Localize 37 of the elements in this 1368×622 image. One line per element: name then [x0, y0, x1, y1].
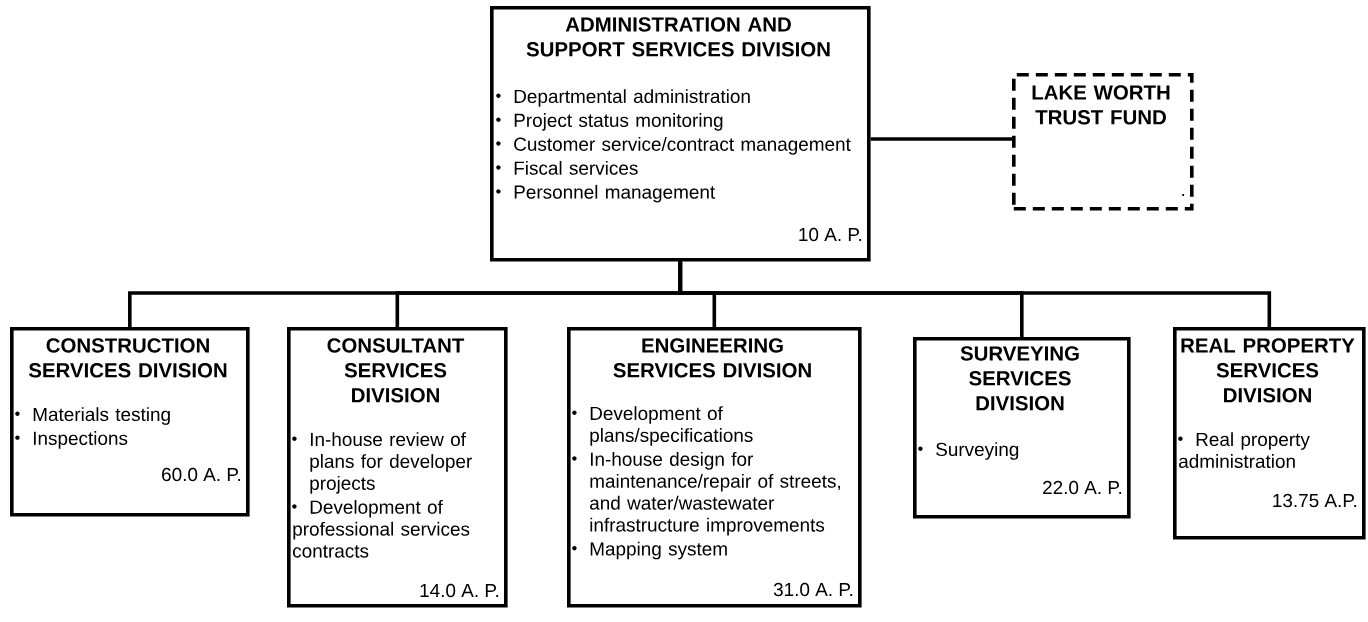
connector-line — [870, 137, 1012, 141]
division-heading: ADMINISTRATION AND SUPPORT SERVICES DIVISION — [526, 17, 830, 57]
division-heading: CONSULTANT SERVICES DIVISION — [327, 338, 465, 403]
fund-box — [1012, 73, 1194, 211]
bullet-item: In-house review of plans for developer projects — [292, 432, 472, 494]
staff-count: 13.75 A.P. — [1273, 493, 1357, 508]
bullet-item: Departmental administration — [496, 89, 750, 107]
division-heading: SURVEYING SERVICES DIVISION — [960, 346, 1079, 411]
division-heading: REAL PROPERTY SERVICES DIVISION — [1181, 338, 1355, 403]
connector-line — [678, 261, 1272, 327]
staff-count: 14.0 A. P. — [420, 583, 499, 598]
division-box — [1173, 327, 1366, 540]
bullet-item: Project status monitoring — [496, 113, 723, 131]
division-heading: CONSTRUCTION SERVICES DIVISION — [28, 338, 227, 378]
bullet-item: Surveying — [918, 442, 1019, 460]
bullet-item: Personnel management — [496, 184, 716, 203]
division-box — [287, 327, 508, 608]
staff-count: 60.0 A. P. — [162, 467, 241, 482]
division-heading: ENGINEERING SERVICES DIVISION — [613, 338, 811, 378]
division-box — [913, 337, 1131, 519]
division-box — [490, 6, 871, 262]
division-box — [10, 327, 250, 517]
bullet-item: Development of plans/specifications — [572, 406, 753, 446]
bullet-item: Mapping system — [572, 541, 727, 560]
division-box — [567, 327, 862, 608]
bullet-item: Inspections — [15, 431, 128, 449]
bullet-item: In-house design for maintenance/repair of streets, and water/wastewater infrastructure improvements — [572, 452, 840, 536]
bullet-item: Customer service/contract management — [496, 137, 851, 155]
bullet-item: Real property administration — [1178, 432, 1310, 468]
division-heading: LAKE WORTH TRUST FUND — [1032, 85, 1170, 125]
staff-count: 22.0 A. P. — [1043, 480, 1122, 495]
staff-count: . — [1182, 194, 1185, 196]
bullet-item: Fiscal services — [496, 160, 638, 175]
staff-count: 31.0 A. P. — [773, 582, 853, 597]
staff-count: 10 A. P. — [799, 227, 862, 242]
bullet-item: Materials testing — [15, 407, 170, 425]
bullet-item: Development of professional services contracts — [292, 499, 470, 558]
